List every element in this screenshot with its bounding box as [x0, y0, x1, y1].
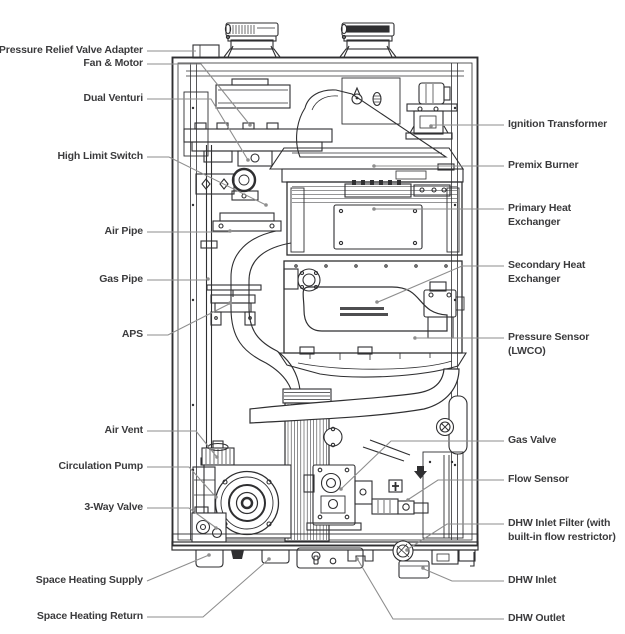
label-air-pipe: Air Pipe — [104, 225, 144, 237]
three-way-valve-part — [191, 506, 227, 543]
heating-return-pipe — [249, 368, 468, 538]
flow-sensor-part — [371, 479, 429, 515]
air-pipe-part — [212, 212, 301, 398]
exhaust-vent-left — [223, 22, 281, 58]
label-aps: APS — [121, 328, 143, 340]
label-flow-sensor: Flow Sensor — [508, 473, 569, 485]
ignition-transformer-part — [405, 106, 453, 140]
aps-part — [206, 284, 262, 326]
label-high-limit-switch: High Limit Switch — [57, 150, 143, 162]
label-secondary-heat-exchanger: Secondary Heat Exchanger — [508, 259, 586, 285]
label-gas-pipe: Gas Pipe — [99, 273, 143, 285]
fan-and-motor-part — [215, 78, 458, 158]
intake-vent-right — [339, 22, 397, 58]
condensate-flex-pipe — [282, 388, 343, 542]
pressure-sensor-part — [423, 281, 465, 339]
mounting-plate — [341, 77, 401, 125]
label-dhw-outlet: DHW Outlet — [508, 612, 565, 624]
label-dual-venturi: Dual Venturi — [83, 92, 144, 104]
leader-lines — [146, 50, 504, 620]
gas-valve-part — [303, 464, 373, 531]
left-frame-hardware — [183, 91, 235, 195]
label-ignition-transformer: Ignition Transformer — [508, 118, 608, 130]
label-three-way-valve: 3-Way Valve — [84, 501, 143, 513]
right-panel — [414, 451, 464, 539]
label-air-vent: Air Vent — [104, 424, 144, 436]
label-dhw-inlet: DHW Inlet — [508, 574, 557, 586]
label-dhw-inlet-filter: DHW Inlet Filter (with built-in flow res… — [508, 517, 616, 543]
condensate-tray — [277, 352, 467, 378]
high-limit-switch-part — [231, 167, 259, 201]
secondary-heat-exchanger-part — [283, 260, 463, 355]
pressure-relief-valve-adapter-part — [192, 44, 220, 59]
primary-heat-exchanger-part — [286, 180, 463, 256]
label-circulation-pump: Circulation Pump — [58, 460, 143, 472]
label-premix-burner: Premix Burner — [508, 159, 579, 171]
label-space-heating-supply: Space Heating Supply — [35, 574, 143, 586]
label-fan-and-motor: Fan & Motor — [83, 57, 143, 69]
label-pressure-relief-valve-adapter: Pressure Relief Valve Adapter — [0, 44, 143, 56]
label-primary-heat-exchanger: Primary Heat Exchanger — [508, 202, 571, 228]
bottom-connections — [171, 533, 479, 579]
label-pressure-sensor-lwco: Pressure Sensor (LWCO) — [508, 331, 590, 357]
label-space-heating-return: Space Heating Return — [36, 610, 143, 622]
label-gas-valve: Gas Valve — [508, 434, 557, 446]
